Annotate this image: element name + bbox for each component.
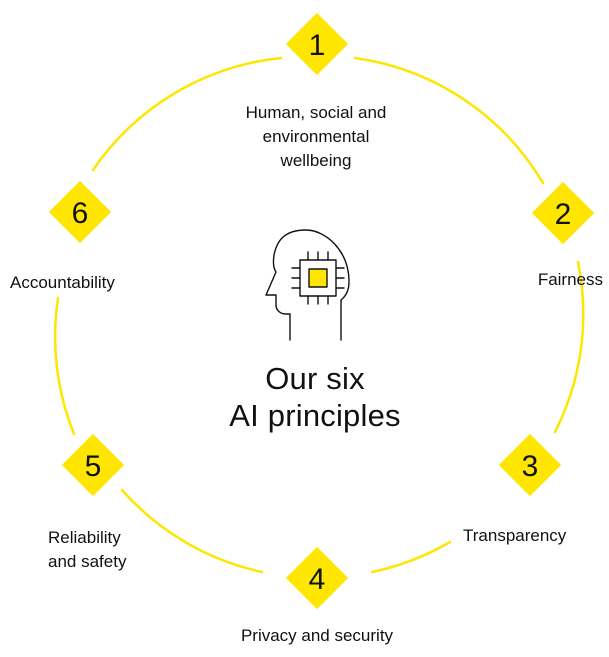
diamond-5 <box>61 433 125 497</box>
marker-5: 5 <box>61 433 125 497</box>
diamond-1 <box>285 12 349 76</box>
marker-3: 3 <box>498 433 562 497</box>
principle-label-6: Accountability <box>10 273 115 292</box>
number-2: 2 <box>555 198 572 231</box>
principle-label-2: Fairness <box>537 270 603 289</box>
marker-2: 2 <box>531 181 595 245</box>
principle-label-5: Reliability and safety <box>48 528 127 571</box>
diamond-4 <box>285 546 349 610</box>
marker-1: 1 <box>285 12 349 76</box>
marker-4: 4 <box>285 546 349 610</box>
arc-1-2 <box>353 56 545 185</box>
number-1: 1 <box>309 29 326 62</box>
number-5: 5 <box>85 450 102 483</box>
chip-pins <box>291 251 345 305</box>
arc-5-6 <box>53 296 76 436</box>
number-6: 6 <box>72 197 89 230</box>
connector-ring <box>53 56 585 574</box>
principle-label-1: Human, social and environmental wellbein… <box>245 103 387 170</box>
arc-6-1 <box>91 56 283 172</box>
diamond-2 <box>531 181 595 245</box>
arc-3-4 <box>370 540 452 574</box>
arc-4-5 <box>120 488 264 574</box>
center-title-line2: AI principles <box>229 398 401 433</box>
principle-label-4: Privacy and security <box>240 626 394 645</box>
marker-6: 6 <box>48 180 112 244</box>
center-title: Our six AI principles <box>210 360 420 434</box>
head-outline <box>265 229 350 341</box>
number-4: 4 <box>309 563 326 596</box>
center-title-line1: Our six <box>265 361 365 396</box>
diamond-3 <box>498 433 562 497</box>
head-with-chip-icon <box>265 229 350 341</box>
number-3: 3 <box>522 450 539 483</box>
arc-2-3 <box>553 260 585 434</box>
principle-label-3: Transparency <box>463 526 567 545</box>
chip-core <box>308 268 328 288</box>
